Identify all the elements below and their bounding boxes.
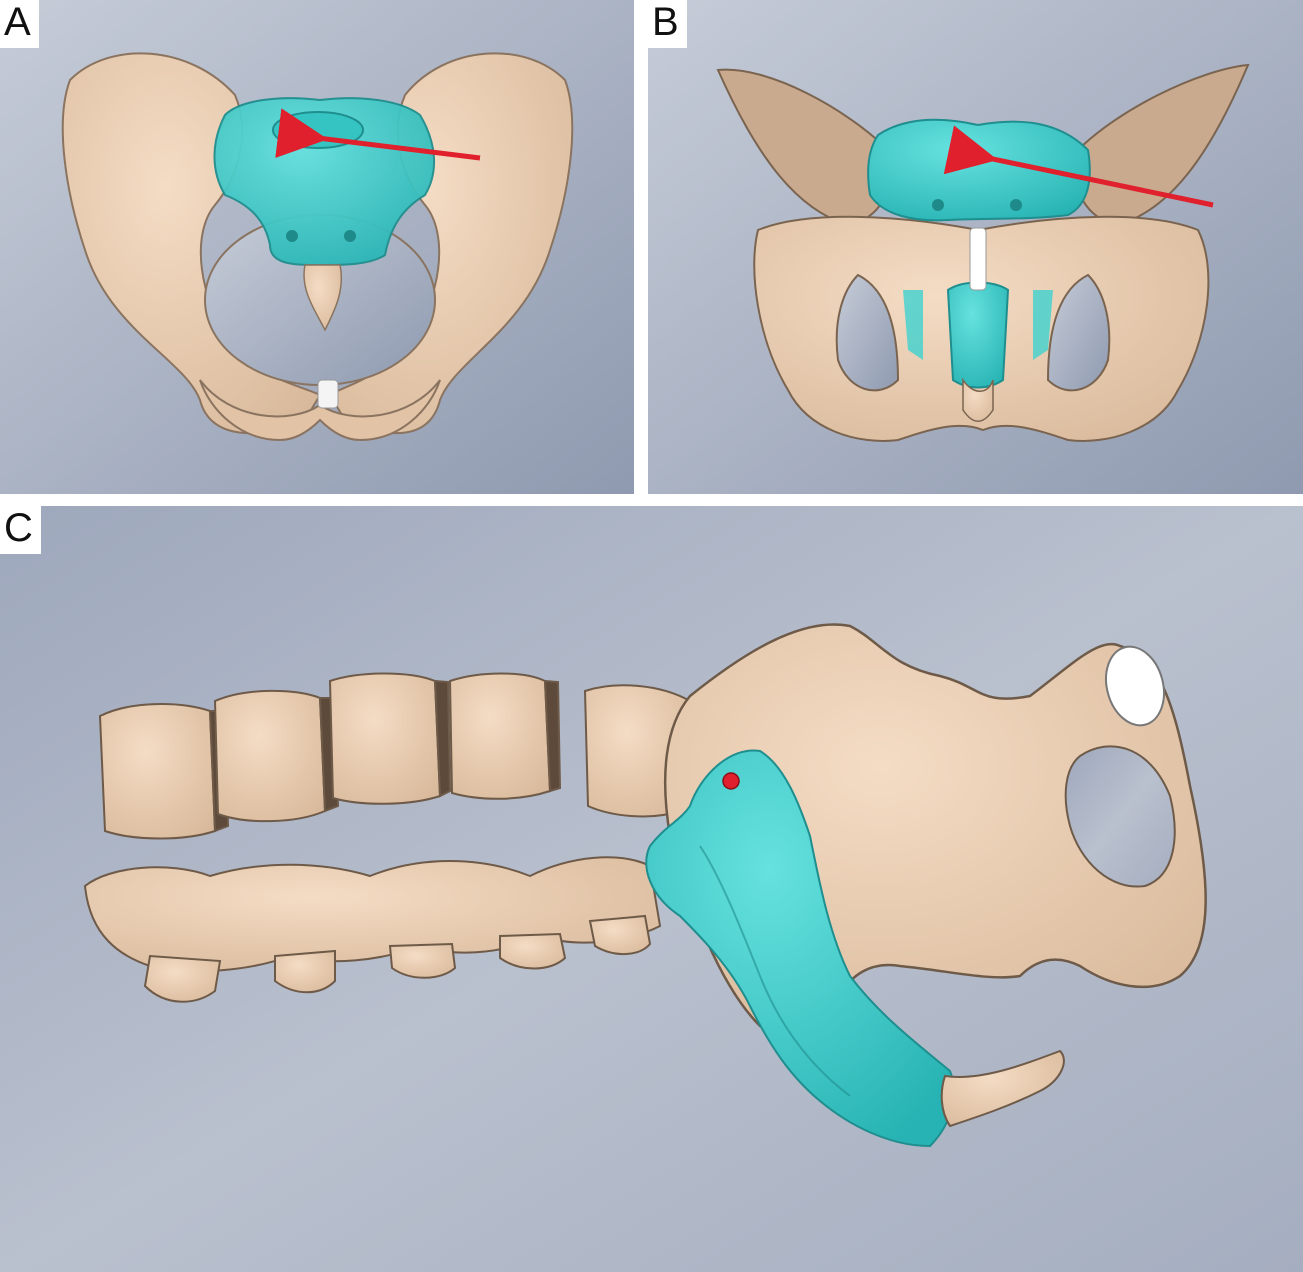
spine-pelvis-lateral-view [0,506,1303,1272]
panel-b: B [648,0,1303,494]
right-ilium [328,52,574,435]
pubic-arch [199,379,441,442]
target-point-icon [722,772,740,790]
sacrum [213,97,436,266]
panel-label: B [648,0,687,48]
arrow-icon [943,125,1214,208]
coccyx [303,264,343,332]
sacrum [645,749,955,1148]
panel-a: A [0,0,634,494]
arrow-icon [275,108,481,161]
pelvis-top-view [648,0,1303,494]
panel-label: A [0,0,39,48]
panel-label: C [0,506,41,554]
pubic-symphysis [969,227,987,291]
pubic-symphysis [317,379,339,409]
vertebral-processes [83,856,662,1003]
pubic-symphysis [1105,645,1165,727]
panel-c: C [0,506,1303,1272]
pelvis-front-view [0,0,634,494]
coccyx [940,1049,1065,1128]
